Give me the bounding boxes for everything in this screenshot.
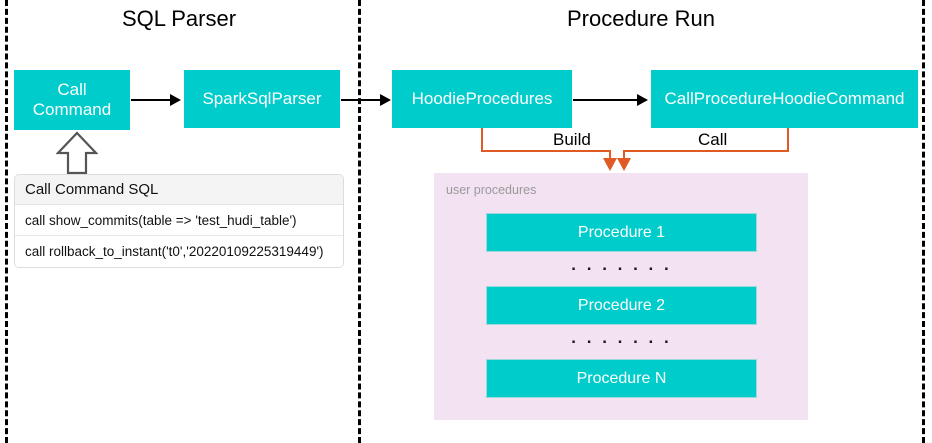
sql-table-header: Call Command SQL: [15, 175, 343, 205]
connector-build-drop: [609, 150, 611, 159]
connector-build-arrow-head-icon: [603, 158, 617, 171]
section-title-sql-parser: SQL Parser: [121, 6, 237, 31]
node-call-command[interactable]: Call Command: [14, 70, 130, 130]
connector-call-horizontal: [624, 150, 789, 152]
sql-table-row: call show_commits(table => 'test_hudi_ta…: [15, 205, 343, 236]
divider-left: [5, 0, 8, 443]
arrow-head-icon: [170, 94, 181, 106]
call-command-sql-table: Call Command SQL call show_commits(table…: [14, 174, 344, 268]
arrow-head-icon: [637, 94, 648, 106]
node-call-procedure-hoodie-command[interactable]: CallProcedureHoodieCommand: [651, 70, 918, 128]
procedure-item[interactable]: Procedure 1: [486, 213, 757, 252]
procedure-item[interactable]: Procedure 2: [486, 286, 757, 325]
section-title-procedure-run: Procedure Run: [567, 6, 715, 31]
node-hoodie-procedures[interactable]: HoodieProcedures: [392, 70, 572, 128]
hollow-up-arrow-icon: [56, 131, 98, 175]
connector-call-arrow-head-icon: [617, 158, 631, 171]
arrow-sparksqlparser-to-hoodieprocedures: [341, 99, 381, 101]
procedure-item[interactable]: Procedure N: [486, 359, 757, 398]
divider-middle: [358, 0, 361, 443]
edge-label-build: Build: [549, 130, 595, 150]
ellipsis-separator: . . . . . . .: [571, 255, 672, 274]
arrow-head-icon: [380, 94, 391, 106]
connector-call-drop: [623, 150, 625, 159]
arrow-hoodieprocedures-to-callprocedurehoodiecommand: [573, 99, 638, 101]
sql-table-row: call rollback_to_instant('t0','202201092…: [15, 236, 343, 267]
user-procedures-label: user procedures: [446, 183, 537, 197]
connector-build-horizontal: [481, 150, 611, 152]
edge-label-call: Call: [694, 130, 732, 150]
node-spark-sql-parser[interactable]: SparkSqlParser: [184, 70, 340, 128]
connector-call-vertical: [787, 128, 789, 151]
connector-build-vertical: [481, 128, 483, 151]
arrow-call-command-to-sparksqlparser: [131, 99, 171, 101]
ellipsis-separator: . . . . . . .: [571, 328, 672, 347]
divider-right: [922, 0, 925, 443]
user-procedures-panel: user procedures Procedure 1 . . . . . . …: [434, 173, 808, 420]
